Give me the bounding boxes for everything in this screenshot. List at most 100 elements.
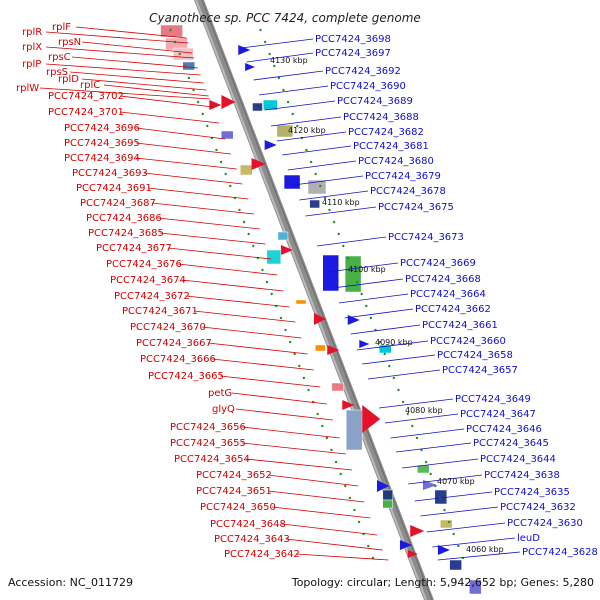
tick-dot	[330, 448, 333, 452]
right-gene-label: PCC7424_3658	[437, 350, 513, 361]
left-connector	[157, 217, 260, 230]
gene-feature	[376, 480, 389, 492]
gene-feature	[422, 480, 437, 490]
gene-block	[331, 382, 345, 392]
gene-arrow	[280, 245, 293, 255]
tick-dot	[357, 520, 361, 524]
tick-dot	[346, 256, 350, 260]
tick-dot	[261, 268, 264, 272]
tick-dot	[447, 520, 451, 524]
gene-feature	[434, 489, 448, 505]
gene-block	[440, 519, 453, 529]
right-gene-label: PCC7424_3673	[388, 232, 464, 243]
tick-dot	[397, 388, 400, 392]
right-gene-label: PCC7424_3669	[400, 258, 476, 269]
gene-block	[309, 199, 320, 209]
kbp-tick-label: 4080 kbp	[405, 406, 443, 415]
tick-dot	[282, 88, 285, 92]
kbp-tick-label: 4070 kbp	[437, 477, 475, 486]
gene-feature	[245, 63, 256, 71]
left-connector	[81, 78, 207, 91]
left-connector	[181, 279, 284, 292]
gene-arrow	[209, 100, 222, 110]
left-connector	[207, 342, 308, 355]
gene-arrow	[362, 405, 381, 433]
gene-feature	[322, 254, 339, 292]
left-gene-label: PCC7424_3648	[210, 519, 286, 530]
tick-dot	[169, 28, 172, 32]
gene-feature	[182, 61, 196, 71]
left-connector	[167, 247, 272, 260]
gene-feature	[416, 464, 430, 474]
right-connector	[282, 145, 352, 156]
right-connector	[276, 131, 347, 142]
tick-dot	[429, 472, 432, 476]
right-gene-label: PCC7424_3645	[473, 438, 549, 449]
right-gene-label: PCC7424_3646	[466, 424, 542, 435]
gene-arrow	[245, 63, 256, 71]
tick-dot	[187, 76, 191, 80]
left-connector	[241, 442, 346, 455]
left-connector	[45, 46, 195, 59]
gene-feature	[251, 158, 266, 170]
gene-feature	[239, 164, 253, 176]
left-gene-label: rplC	[80, 80, 100, 91]
tick-dot	[369, 316, 373, 320]
tick-dot	[288, 340, 292, 344]
gene-feature	[276, 124, 294, 138]
gene-feature	[449, 559, 462, 571]
right-connector	[414, 491, 493, 502]
left-connector	[159, 232, 266, 245]
right-gene-label: PCC7424_3682	[348, 127, 424, 138]
tick-dot	[337, 232, 340, 236]
left-connector	[185, 295, 290, 308]
left-connector	[147, 187, 249, 200]
left-gene-label: rplW	[16, 83, 39, 94]
tick-dot	[284, 328, 287, 332]
tick-dot	[332, 220, 336, 224]
gene-block	[173, 47, 194, 61]
left-connector	[39, 87, 210, 100]
tick-dot	[296, 124, 299, 128]
left-gene-label: rpsS	[46, 67, 68, 78]
tick-dot	[307, 388, 310, 392]
gene-block	[434, 489, 448, 505]
tick-dot	[328, 208, 331, 212]
gene-feature	[309, 199, 320, 209]
right-connector	[246, 52, 314, 63]
tick-dot	[192, 88, 195, 92]
left-gene-label: PCC7424_3667	[136, 338, 212, 349]
gene-arrow	[327, 345, 340, 355]
left-gene-label: PCC7424_3691	[76, 183, 152, 194]
left-gene-label: PCC7424_3671	[122, 306, 198, 317]
gene-arrow	[376, 480, 389, 492]
left-connector	[151, 202, 255, 215]
tick-dot	[406, 412, 409, 416]
gene-feature	[280, 245, 293, 255]
gene-feature	[437, 545, 450, 555]
gene-feature	[238, 45, 251, 55]
tick-dot	[415, 436, 419, 440]
right-connector	[338, 293, 409, 304]
left-connector	[201, 326, 302, 339]
left-connector	[135, 157, 237, 170]
gene-block	[220, 130, 234, 140]
gene-feature	[220, 130, 234, 140]
left-gene-label: PCC7424_3685	[88, 228, 164, 239]
gene-feature	[382, 489, 394, 501]
gene-feature	[362, 405, 381, 433]
accession-text: Accession: NC_011729	[8, 576, 133, 589]
tick-dot	[224, 172, 227, 176]
right-gene-label: PCC7424_3647	[460, 409, 536, 420]
label-connector-layer	[39, 26, 521, 561]
right-gene-label: PCC7424_3660	[430, 336, 506, 347]
right-gene-label: PCC7424_3664	[410, 289, 486, 300]
right-gene-label: PCC7424_3635	[494, 487, 570, 498]
gene-block	[469, 579, 482, 595]
left-gene-label: PCC7424_3656	[170, 422, 246, 433]
gene-feature	[283, 174, 301, 190]
kbp-tick-label: 4100 kbp	[348, 265, 386, 274]
left-connector	[267, 490, 365, 503]
